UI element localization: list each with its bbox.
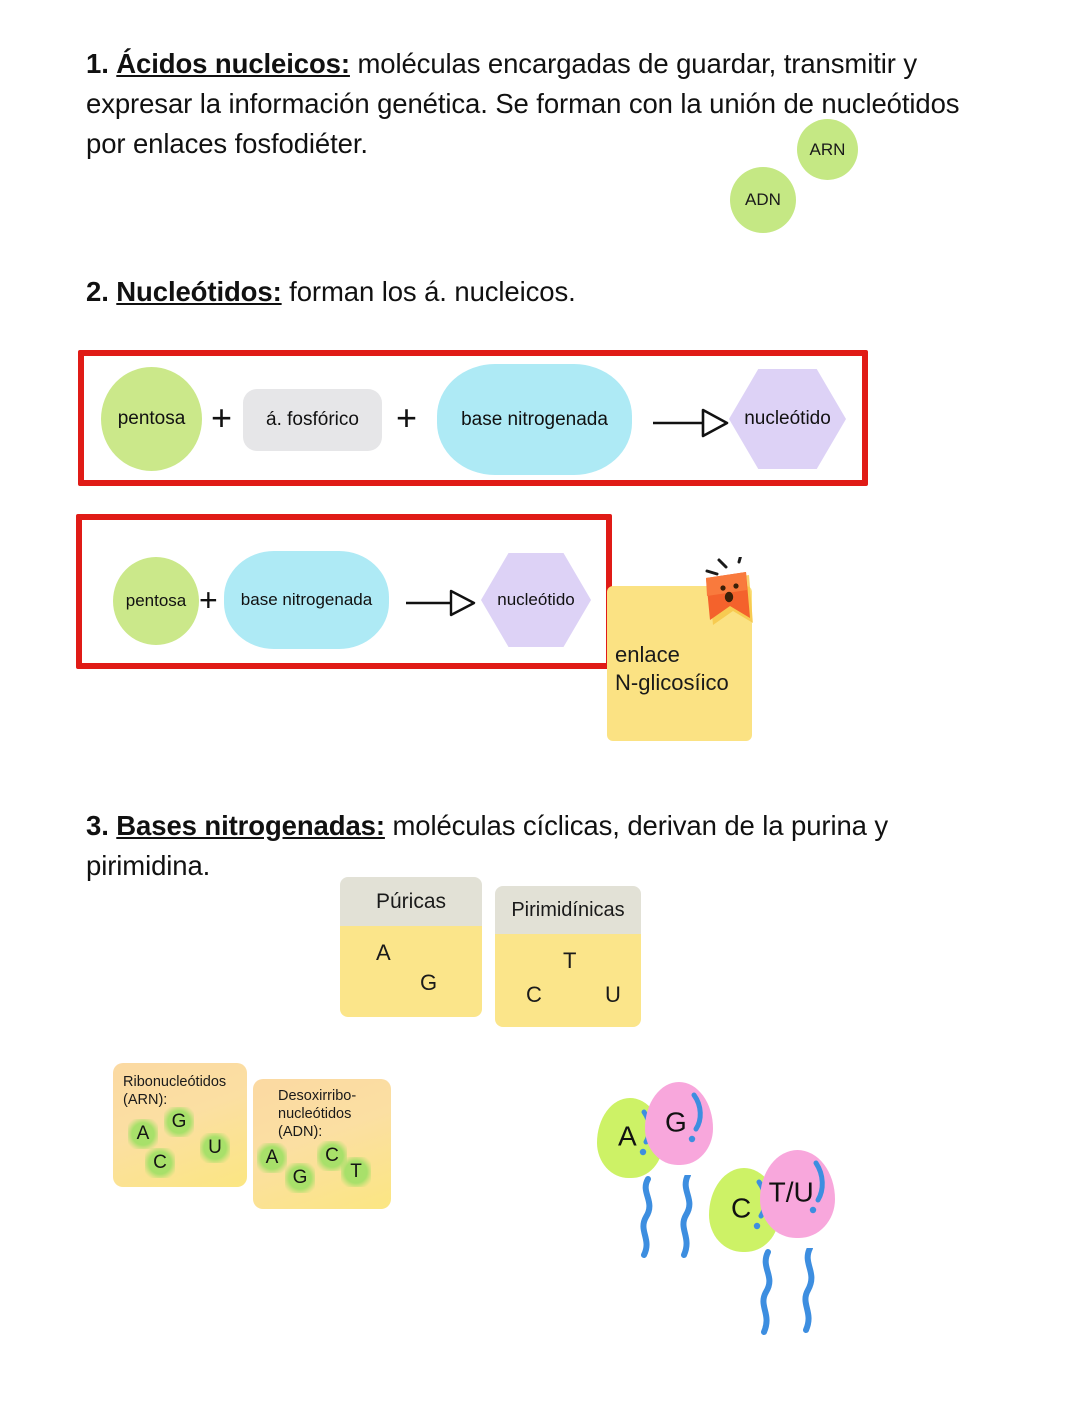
arrow-icon-2 [406,589,476,617]
section-3-body: moléculas cíclicas, derivan de la purina… [86,810,889,881]
shape-base-nitrogenada-2-label: base nitrogenada [240,590,373,609]
base-letter-G-purica: G [420,970,438,995]
base-letter-C-pirimidinica: C [526,982,542,1007]
shape-pentosa-1-label: pentosa [117,408,186,429]
ribo-base-G: G [164,1107,194,1137]
balloon-string-group-1 [640,1175,693,1258]
plus-operator-3: + [199,582,218,618]
section-1-heading: Ácidos nucleicos: [116,48,350,79]
shape-base-nitrogenada-2: base nitrogenada [224,551,389,649]
box-ribonucleotidos-title: Ribonucleótidos (ARN): [123,1074,227,1108]
plus-operator-2: + [396,397,418,438]
balloon-base-TU-label: T/U [768,1176,814,1208]
balloon-base-A-label: A [618,1120,637,1152]
balloon-base-C-label: C [731,1192,752,1224]
ribo-base-C: C [145,1148,175,1178]
desoxi-base-G: G [285,1163,315,1193]
arrow-icon-1 [653,408,729,438]
section-1-paragraph: 1. Ácidos nucleicos: moléculas encargada… [86,44,986,164]
sticky-note-text: enlace N-glicosíico [615,642,729,695]
section-1-number: 1. [86,48,109,79]
balloon-base-G: G [645,1082,713,1165]
card-puricas-header: Púricas [340,877,482,926]
box-desoxirribonucleotidos-title: Desoxirribo- nucleótidos (ADN): [278,1088,357,1140]
ribo-base-U: U [200,1133,230,1163]
card-pirimidinicas-header: Pirimidínicas [495,886,641,934]
shape-nucleotido-1-label: nucleótido [744,408,831,429]
red-box-nucleotide-formula-1 [78,350,868,486]
desoxi-base-A: A [257,1143,287,1173]
card-pirimidinicas: Pirimidínicas T C U [495,886,641,1027]
balloon-G-highlight [688,1092,703,1143]
card-pirimidinicas-title: Pirimidínicas [511,898,625,921]
bookmark-sticker-icon [705,557,753,625]
shape-pentosa-2-label: pentosa [125,591,187,610]
shape-acido-fosforico: á. fosfórico [243,389,382,451]
bubble-adn: ADN [730,167,796,233]
section-2-paragraph: 2. Nucleótidos: forman los á. nucleicos. [86,272,986,312]
card-puricas-body: A G [340,926,482,1017]
balloon-string-group-2 [760,1248,815,1335]
section-2-heading: Nucleótidos: [116,276,282,307]
base-letter-A-purica: A [376,940,391,965]
shape-pentosa-1: pentosa [101,367,202,471]
section-2-number: 2. [86,276,109,307]
section-3-paragraph: 3. Bases nitrogenadas: moléculas cíclica… [86,806,1006,886]
shape-pentosa-2: pentosa [113,557,199,645]
bubble-adn-label: ADN [745,190,781,209]
card-puricas-title: Púricas [375,889,447,913]
card-puricas: Púricas A G [340,877,482,1017]
shape-base-nitrogenada-1: base nitrogenada [437,364,632,475]
balloon-base-G-label: G [665,1106,687,1138]
base-letter-T-pirimidinica: T [563,948,577,973]
bubble-arn-label: ARN [809,139,846,159]
section-2-body: forman los á. nucleicos. [281,276,576,307]
shape-base-nitrogenada-1-label: base nitrogenada [461,408,608,430]
ribo-base-A: A [128,1119,158,1149]
card-pirimidinicas-body: T C U [495,934,641,1027]
desoxi-base-T: T [341,1157,371,1187]
section-3-heading: Bases nitrogenadas: [116,810,385,841]
plus-operator-1: + [211,397,233,438]
section-1-body: moléculas encargadas de guardar, transmi… [86,48,960,159]
base-letter-U-pirimidinica: U [605,982,621,1007]
section-3-number: 3. [86,810,109,841]
balloon-TU-highlight [809,1160,825,1214]
bubble-arn: ARN [797,119,858,180]
shape-nucleotido-2-label: nucleótido [497,590,575,609]
shape-acido-fosforico-label: á. fosfórico [266,409,359,430]
